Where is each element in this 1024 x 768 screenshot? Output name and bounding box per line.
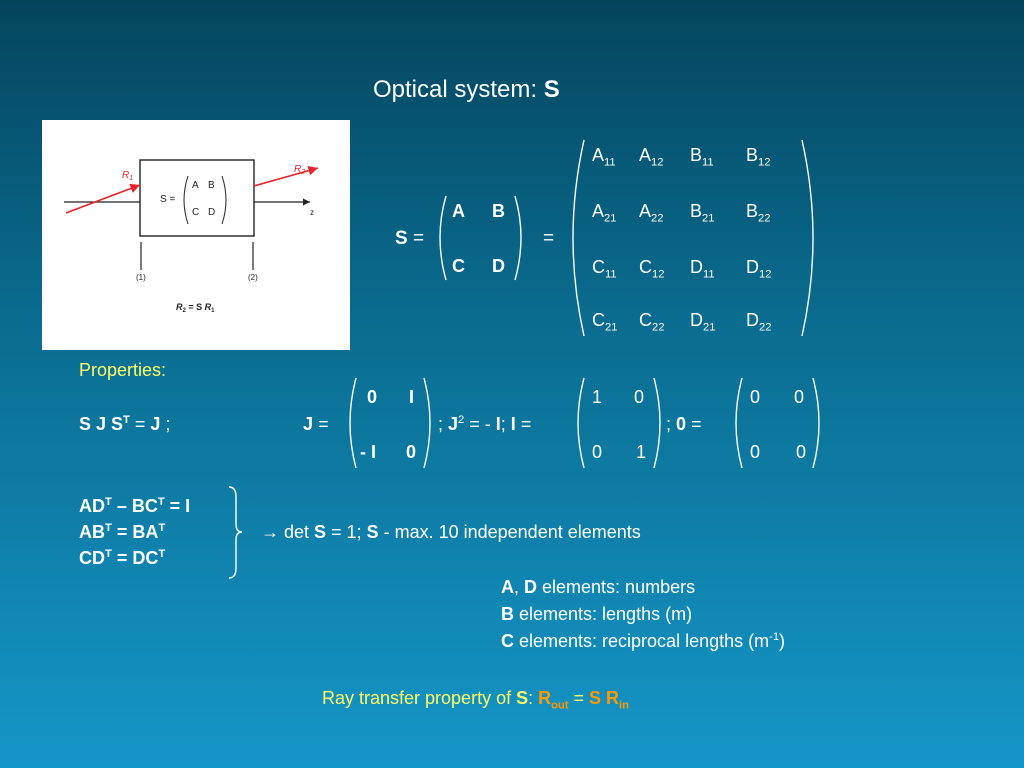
box-left-paren — [183, 175, 189, 225]
s-matrix-eq2: = — [543, 228, 555, 249]
s-big-entry: D21 — [690, 310, 716, 334]
j-m21: - I — [360, 442, 376, 462]
right-arrow-icon: → — [261, 522, 279, 542]
elements-ad: A, D elements: numbers — [501, 577, 696, 597]
r1-label: R1 — [122, 170, 133, 182]
j-right-paren — [423, 377, 431, 469]
s-big-entry: A11 — [592, 145, 616, 169]
plane-1-label: (1) — [136, 273, 146, 282]
s-big-entry: B12 — [746, 145, 771, 169]
sjs-equation: S J ST = J ; — [79, 414, 171, 434]
box-a: A — [192, 180, 199, 191]
j-squared-equation: ; J2 = - I; I = — [438, 414, 532, 434]
s-big-entry: A12 — [639, 145, 664, 169]
zero-m12: 0 — [794, 387, 805, 407]
j-left-paren — [349, 377, 357, 469]
condition-ad-bc: ADT – BCT = I — [79, 496, 191, 516]
zero-m22: 0 — [796, 442, 807, 462]
i-m22: 1 — [636, 442, 647, 462]
zero-m21: 0 — [750, 442, 761, 462]
i-m11: 1 — [592, 387, 603, 407]
s-big-entry: C11 — [592, 257, 617, 281]
box-b: B — [208, 180, 215, 191]
slide-title: Optical system: S — [373, 76, 560, 103]
optical-system-figure: z R1 R2 S = A B C D (1) (2) R2 = S R1 — [42, 120, 350, 350]
i-m21: 0 — [592, 442, 603, 462]
s-small-a: A — [452, 201, 465, 221]
optical-system-diagram: z R1 R2 S = A B C D (1) (2) R2 = S R1 — [64, 159, 319, 314]
s-small-right-paren — [514, 195, 522, 281]
s-small-b: B — [492, 201, 505, 221]
conditions-result: → det S = 1; S - max. 10 independent ele… — [261, 522, 641, 542]
i-left-paren — [577, 377, 585, 469]
j-m11: 0 — [367, 387, 378, 407]
plane-2-label: (2) — [248, 273, 258, 282]
zero-right-paren — [812, 377, 820, 469]
s-big-entry: A22 — [639, 201, 664, 225]
box-right-paren — [221, 175, 227, 225]
s-small-left-paren — [439, 195, 447, 281]
s-big-entry: B21 — [690, 201, 715, 225]
s-big-entry: B22 — [746, 201, 771, 225]
ray-out — [253, 165, 319, 187]
relation-label: R2 = S R1 — [176, 302, 215, 314]
zero-def: ; 0 = — [666, 414, 702, 434]
elements-c: C elements: reciprocal lengths (m-1) — [501, 631, 786, 651]
condition-cd-dc: CDT = DCT — [79, 548, 166, 568]
s-big-entry: D22 — [746, 310, 772, 334]
box-d: D — [208, 207, 215, 218]
system-box — [139, 159, 255, 237]
s-big-right-paren — [801, 139, 814, 337]
properties-label: Properties: — [79, 360, 167, 380]
j-m22: 0 — [406, 442, 417, 462]
zero-left-paren — [735, 377, 743, 469]
s-small-c: C — [452, 256, 465, 276]
axis-z-label: z — [310, 208, 314, 217]
j-m12: I — [409, 387, 415, 407]
i-right-paren — [653, 377, 661, 469]
zero-m11: 0 — [750, 387, 761, 407]
r2-label: R2 — [294, 164, 305, 176]
elements-b: B elements: lengths (m) — [501, 604, 693, 624]
ray-in — [65, 183, 141, 214]
box-c: C — [192, 207, 199, 218]
s-big-entry: A21 — [592, 201, 617, 225]
s-big-entry: D12 — [746, 257, 772, 281]
s-big-entry: C12 — [639, 257, 665, 281]
ray-transfer-property: Ray transfer property of S: Rout = S Rin — [322, 688, 629, 712]
box-s-eq: S = — [160, 194, 175, 205]
condition-ab-ba: ABT = BAT — [79, 522, 166, 542]
s-small-d: D — [492, 256, 505, 276]
i-m12: 0 — [634, 387, 645, 407]
s-big-entry: C22 — [639, 310, 665, 334]
s-big-entry: C21 — [592, 310, 618, 334]
j-def-lhs: J = — [303, 414, 329, 434]
s-big-left-paren — [572, 139, 585, 337]
s-matrix-lhs: S = — [395, 228, 425, 249]
s-big-entry: B11 — [690, 145, 714, 169]
conditions-brace — [228, 486, 243, 579]
s-big-entry: D11 — [690, 257, 715, 281]
